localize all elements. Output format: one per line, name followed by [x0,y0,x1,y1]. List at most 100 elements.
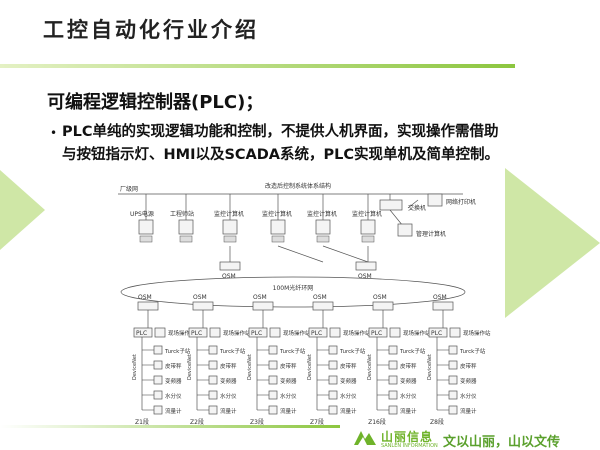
field-device-4-1 [388,360,398,370]
field-device-3-1 [328,360,338,370]
printer-label: 网络打印机 [446,198,476,206]
station-box-0 [154,327,166,338]
top-device-base-1 [179,235,193,243]
top-device-label-5: 监控计算机 [352,210,382,218]
plc-label-2: PLC [251,330,262,337]
field-label-3-4: 流量计 [340,407,357,415]
brand-name: 山丽信息 [381,430,434,444]
field-label-3-0: Turck子站 [339,347,366,355]
top-device-5 [360,219,376,235]
field-label-4-0: Turck子站 [399,347,426,355]
line-label-1: Z2段 [190,418,204,426]
field-label-4-3: 水分仪 [400,392,417,400]
top-device-label-3: 监控计算机 [262,210,292,218]
diagram-caption: 改造后控制系统体系结构 [265,182,331,190]
devicenet-label-2: DeviceNet [247,354,253,380]
field-label-5-4: 流量计 [460,407,477,415]
slide-title: 工控自动化行业介绍 [43,17,259,42]
mgmt-computer-box [397,223,413,237]
field-device-4-2 [388,375,398,385]
osm-label-2: OSM [253,294,267,301]
field-label-4-2: 变频器 [400,377,417,385]
line-label-0: Z1段 [135,418,149,426]
line-label-4: Z16段 [368,418,386,426]
line-label-2: Z3段 [250,418,264,426]
top-device-base-5 [361,235,375,243]
field-label-3-2: 变频器 [340,377,357,385]
osm-label-5: OSM [433,294,447,301]
field-device-2-4 [268,405,278,415]
field-label-0-3: 水分仪 [165,392,182,400]
field-label-2-4: 流量计 [280,407,297,415]
switch-label: 交换机 [408,204,426,212]
field-device-1-4 [208,405,218,415]
subtitle: 可编程逻辑控制器(PLC)； [47,92,264,113]
plc-label-4: PLC [371,330,382,337]
top-device-label-4: 监控计算机 [307,210,337,218]
field-device-2-0 [268,345,278,355]
plc-box-3 [308,327,328,338]
field-device-3-2 [328,375,338,385]
devicenet-label-1: DeviceNet [187,354,193,380]
field-device-5-0 [448,345,458,355]
osm-2 [252,301,274,311]
top-device-label-2: 监控计算机 [214,210,244,218]
field-device-1-2 [208,375,218,385]
osm-label-4: OSM [373,294,387,301]
field-device-4-4 [388,405,398,415]
osm-3 [312,301,334,311]
station-box-2 [269,327,281,338]
brand-name-en: SANLEN INFORMATION [381,443,438,449]
devicenet-label-5: DeviceNet [427,354,433,380]
field-label-1-2: 变频器 [220,377,237,385]
bullet-dot: • [50,126,58,140]
plc-label-5: PLC [431,330,442,337]
osm-label-3: OSM [313,294,327,301]
field-label-3-3: 水分仪 [340,392,357,400]
ring-label: 100M光纤环网 [273,284,314,292]
field-device-1-1 [208,360,218,370]
field-device-1-3 [208,390,218,400]
field-label-1-1: 皮带秤 [220,362,237,370]
osm-5 [432,301,454,311]
field-label-5-0: Turck子站 [459,347,486,355]
field-device-5-2 [448,375,458,385]
field-device-5-1 [448,360,458,370]
plc-box-4 [368,327,388,338]
field-device-5-3 [448,390,458,400]
station-box-5 [449,327,461,338]
field-label-3-1: 皮带秤 [340,362,357,370]
field-label-2-3: 水分仪 [280,392,297,400]
bullet-text: PLC单纯的实现逻辑功能和控制，不提供人机界面，实现操作需借助与按钮指示灯、HM… [62,124,500,163]
field-label-5-3: 水分仪 [460,392,477,400]
osm-label-0: OSM [138,294,152,301]
station-label-3: 现场操作站 [343,329,371,337]
switch-box [379,199,403,211]
field-label-0-1: 皮带秤 [165,362,182,370]
field-label-4-1: 皮带秤 [400,362,417,370]
osm-top-2-label: OSM [358,273,372,280]
top-device-4 [315,219,331,235]
right-arrow-decoration [505,168,600,318]
brand-logo-icon [354,431,376,445]
plc-box-5 [428,327,448,338]
field-device-0-1 [153,360,163,370]
line-label-5: Z8段 [430,418,444,426]
network-label: 厂级网 [120,185,138,193]
plc-label-1: PLC [191,330,202,337]
plc-box-2 [248,327,268,338]
osm-label-1: OSM [193,294,207,301]
field-label-5-1: 皮带秤 [460,362,477,370]
field-label-2-2: 变频器 [280,377,297,385]
station-label-4: 现场操作站 [403,329,431,337]
field-label-1-4: 流量计 [220,407,237,415]
station-label-1: 现场操作站 [223,329,251,337]
station-label-2: 现场操作站 [283,329,311,337]
osm-4 [372,301,394,311]
